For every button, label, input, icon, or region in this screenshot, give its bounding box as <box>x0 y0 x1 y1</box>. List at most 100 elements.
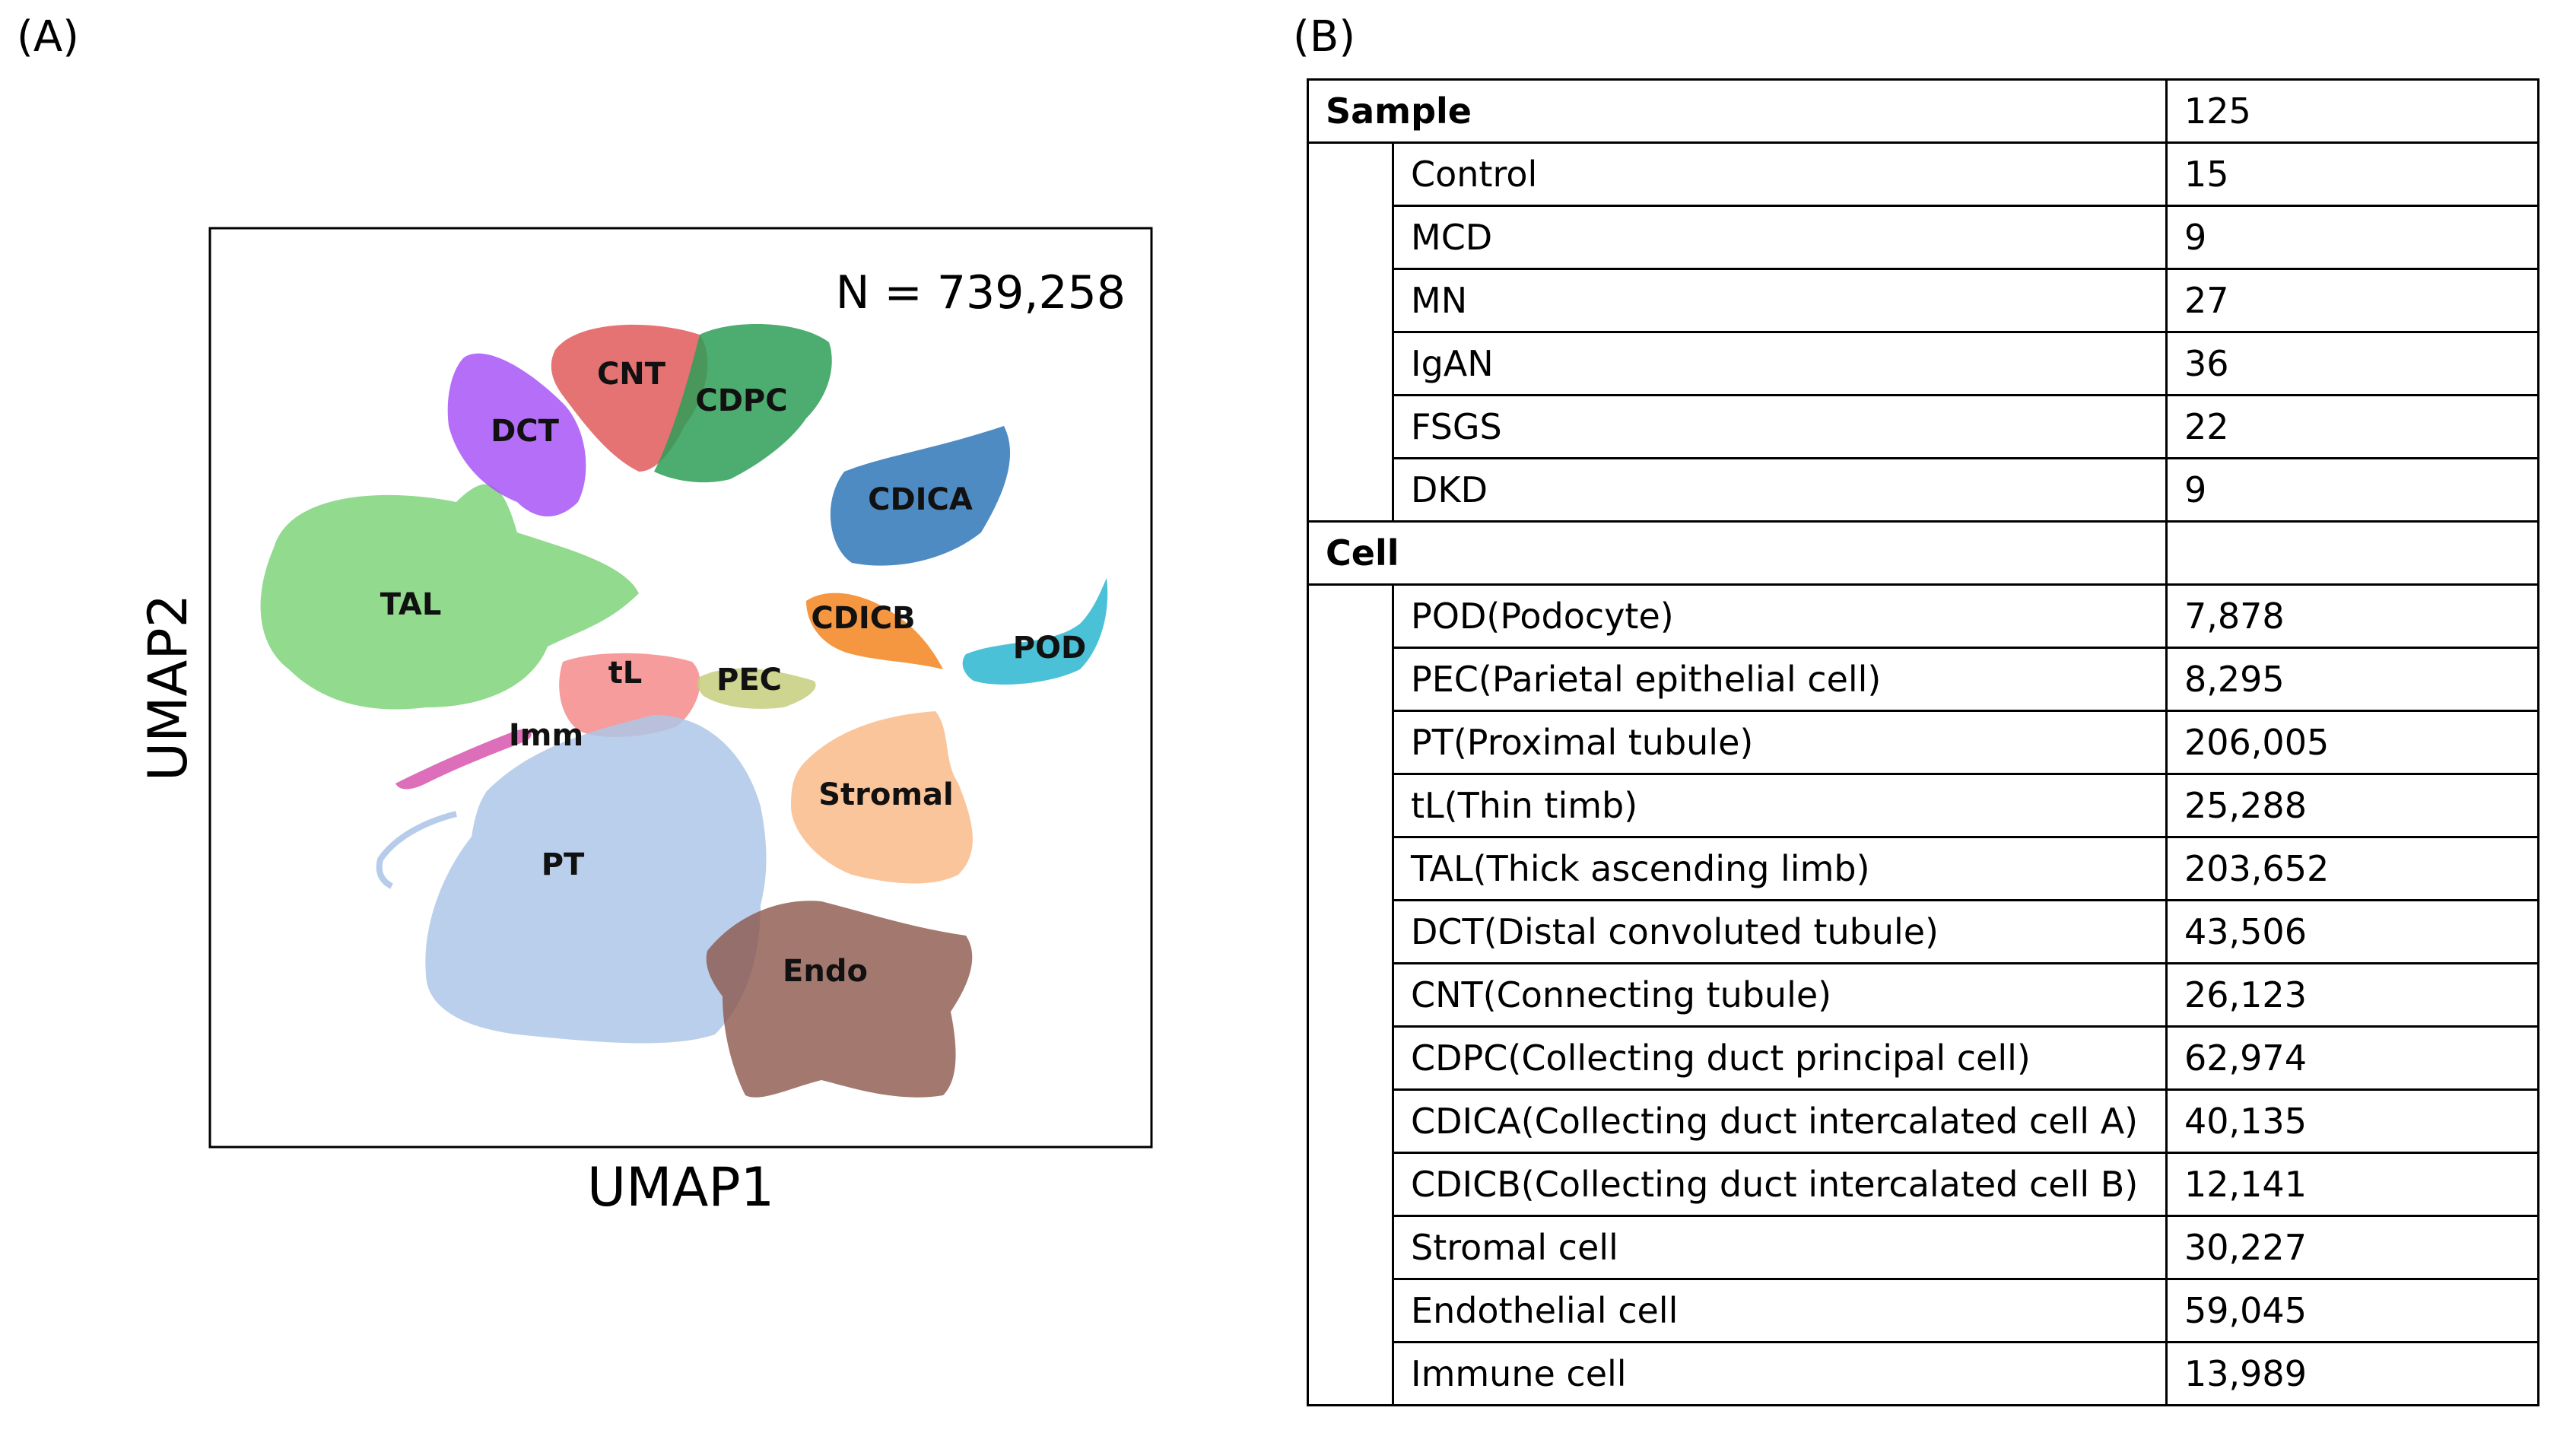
cluster-blob-cdpc <box>654 324 832 483</box>
row-value: 62,974 <box>2165 1025 2539 1091</box>
cluster-blob-tal <box>260 484 639 710</box>
table-row: CDPC(Collecting duct principal cell)62,9… <box>1307 1025 2539 1091</box>
panel-a-label: (A) <box>17 12 80 62</box>
table-row: DCT(Distal convoluted tubule)43,506 <box>1307 899 2539 964</box>
indent-cell <box>1307 1215 1394 1279</box>
cluster-label-tl: tL <box>608 656 643 691</box>
indent-cell <box>1307 900 1394 964</box>
row-value: 27 <box>2165 268 2539 333</box>
umap-ylabel: UMAP2 <box>137 594 199 781</box>
row-value: 9 <box>2165 457 2539 523</box>
indent-cell <box>1307 1279 1394 1343</box>
row-value: 25,288 <box>2165 773 2539 838</box>
row-name: DKD <box>1392 457 2168 523</box>
row-value: 7,878 <box>2165 583 2539 649</box>
row-name: CNT(Connecting tubule) <box>1392 962 2168 1028</box>
cluster-blob-cdicb <box>806 593 943 669</box>
umap-cluster-blobs <box>260 324 1108 1098</box>
table-row: TAL(Thick ascending limb)203,652 <box>1307 836 2539 901</box>
row-name: Stromal cell <box>1392 1215 2168 1280</box>
cluster-label-stromal: Stromal <box>818 777 954 812</box>
table-row: CNT(Connecting tubule)26,123 <box>1307 962 2539 1028</box>
cluster-label-cdica: CDICA <box>868 482 973 517</box>
row-name: CDICB(Collecting duct intercalated cell … <box>1392 1152 2168 1217</box>
sample-header: Sample <box>1307 78 2168 144</box>
row-name: TAL(Thick ascending limb) <box>1392 836 2168 901</box>
table-row: POD(Podocyte)7,878 <box>1307 583 2539 649</box>
umap-frame <box>208 227 1153 1149</box>
row-name: Endothelial cell <box>1392 1278 2168 1343</box>
umap-count-label: N = 739,258 <box>836 266 1126 319</box>
indent-cell <box>1307 1152 1394 1216</box>
cluster-blob-cdica <box>830 426 1011 566</box>
row-value: 22 <box>2165 394 2539 459</box>
cluster-blob-pec <box>697 668 816 709</box>
indent-cell <box>1307 1089 1394 1153</box>
table-row: PEC(Parietal epithelial cell)8,295 <box>1307 647 2539 712</box>
indent-cell <box>1307 1342 1394 1406</box>
cluster-blob-imm <box>395 729 532 790</box>
cluster-label-tal: TAL <box>380 587 442 622</box>
cluster-label-pt: PT <box>542 847 585 882</box>
cluster-label-imm: Imm <box>509 718 583 753</box>
table-section-header: Cell <box>1307 520 2539 586</box>
umap-plot: N = 739,258 UMAP1 UMAP2 DCTCNTCDPCCDICAT… <box>137 227 1153 1219</box>
table-row: tL(Thin timb)25,288 <box>1307 773 2539 838</box>
cluster-blob-pt-tail <box>376 811 457 889</box>
row-value: 36 <box>2165 331 2539 396</box>
row-value: 13,989 <box>2165 1341 2539 1406</box>
row-value: 30,227 <box>2165 1215 2539 1280</box>
panel-b-label: (B) <box>1293 12 1356 62</box>
indent-cell <box>1307 269 1394 332</box>
cluster-blob-dct <box>447 353 586 516</box>
row-value: 43,506 <box>2165 899 2539 964</box>
indent-cell <box>1307 647 1394 711</box>
table-row: PT(Proximal tubule)206,005 <box>1307 710 2539 775</box>
cluster-blob-endo <box>706 901 973 1098</box>
row-value: 206,005 <box>2165 710 2539 775</box>
indent-cell <box>1307 1026 1394 1090</box>
row-value: 40,135 <box>2165 1088 2539 1154</box>
indent-cell <box>1307 141 1394 206</box>
cluster-label-pec: PEC <box>716 663 782 697</box>
indent-cell <box>1307 963 1394 1027</box>
row-value: 203,652 <box>2165 836 2539 901</box>
row-name: Immune cell <box>1392 1341 2168 1406</box>
row-name: PT(Proximal tubule) <box>1392 710 2168 775</box>
cell-total <box>2165 520 2539 586</box>
sample-total: 125 <box>2165 78 2539 144</box>
table-row: CDICA(Collecting duct intercalated cell … <box>1307 1088 2539 1154</box>
indent-cell <box>1307 458 1394 523</box>
cluster-label-cdpc: CDPC <box>695 383 787 418</box>
row-name: MCD <box>1392 205 2168 270</box>
row-name: Control <box>1392 141 2168 207</box>
indent-cell <box>1307 205 1394 269</box>
cluster-blob-pod <box>962 578 1108 685</box>
indent-cell <box>1307 332 1394 396</box>
row-value: 15 <box>2165 141 2539 207</box>
row-value: 8,295 <box>2165 647 2539 712</box>
row-name: DCT(Distal convoluted tubule) <box>1392 899 2168 964</box>
indent-cell <box>1307 583 1394 648</box>
row-name: CDICA(Collecting duct intercalated cell … <box>1392 1088 2168 1154</box>
cluster-label-endo: Endo <box>783 954 868 989</box>
indent-cell <box>1307 837 1394 901</box>
cluster-blob-cnt <box>551 324 708 472</box>
row-name: tL(Thin timb) <box>1392 773 2168 838</box>
row-value: 12,141 <box>2165 1152 2539 1217</box>
indent-cell <box>1307 774 1394 837</box>
cluster-label-cdicb: CDICB <box>811 601 915 636</box>
row-name: IgAN <box>1392 331 2168 396</box>
row-name: FSGS <box>1392 394 2168 459</box>
